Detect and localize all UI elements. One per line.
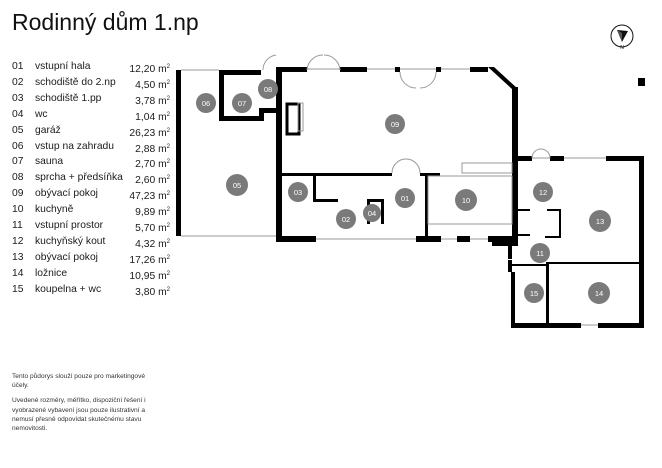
room-label-05: 05 <box>233 181 241 190</box>
scale-marker <box>638 78 645 86</box>
room-label-07: 07 <box>238 99 246 108</box>
room-label-08: 08 <box>264 85 272 94</box>
north-compass-icon: N <box>610 24 634 51</box>
room-label-02: 02 <box>342 215 350 224</box>
room-label-15: 15 <box>530 289 538 298</box>
room-label-12: 12 <box>539 188 547 197</box>
room-label-01: 01 <box>401 194 409 203</box>
room-label-13: 13 <box>596 217 604 226</box>
room-label-03: 03 <box>294 188 302 197</box>
room-label-11: 11 <box>536 249 544 258</box>
disclaimer-marketing: Tento půdorys slouží pouze pro marketing… <box>12 373 146 390</box>
room-label-04: 04 <box>368 209 376 218</box>
room-label-10: 10 <box>462 196 470 205</box>
room-label-06: 06 <box>202 99 210 108</box>
svg-text:N: N <box>620 45 624 51</box>
disclaimer-accuracy: Uvedené rozměry, měřítko, dispoziční řeš… <box>12 397 146 433</box>
page-title: Rodinný dům 1.np <box>12 9 199 35</box>
disclaimer: Tento půdorys slouží pouze pro marketing… <box>12 372 152 439</box>
room-label-14: 14 <box>595 289 603 298</box>
room-label-09: 09 <box>391 120 399 129</box>
